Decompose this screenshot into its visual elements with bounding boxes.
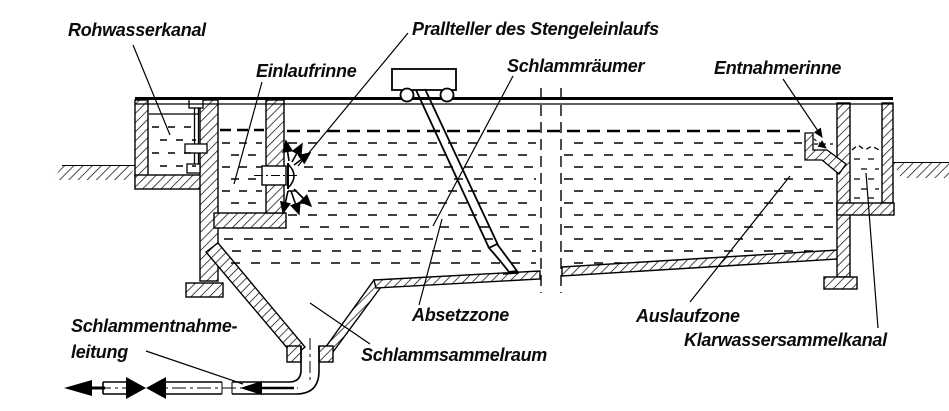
- label-schlammentnahmeleitung-line1: Schlammentnahme-: [71, 316, 238, 336]
- leader-lines: [132, 32, 879, 385]
- label-rohwasserkanal: Rohwasserkanal: [68, 20, 206, 40]
- stem-inlet-nozzle: [254, 163, 300, 189]
- raw-water-channel-structure: [134, 99, 224, 298]
- leader-schlammentnahmeleitung: [145, 350, 244, 385]
- label-schlammraeumer: Schlammräumer: [507, 56, 645, 76]
- pipe-valve: [126, 377, 166, 399]
- outlet-trough: [804, 132, 847, 175]
- leader-absetzzone: [418, 218, 443, 306]
- label-schlammentnahmeleitung-line2: leitung: [71, 342, 128, 363]
- label-prallteller: Prallteller des Stengeleinlaufs: [412, 19, 659, 39]
- label-einlaufrinne: Einlaufrinne: [256, 61, 357, 81]
- label-absetzzone: Absetzzone: [412, 305, 510, 325]
- raw-water-channel-water: [152, 126, 196, 167]
- label-entnahmerinne: Entnahmerinne: [714, 58, 842, 78]
- scraper-blade: [487, 242, 519, 273]
- walkway-rail: [135, 97, 893, 105]
- ground-right: [893, 162, 949, 178]
- scraper-arm: [415, 88, 520, 275]
- flow-arrows: [64, 380, 294, 396]
- clear-water-channel-water: [851, 144, 880, 199]
- clear-water-channel-structure: [823, 102, 895, 290]
- break-lines: [540, 88, 562, 293]
- leader-klarwassersammelkanal: [865, 172, 879, 329]
- water-hatching: [222, 142, 834, 264]
- label-schlammsammelraum: Schlammsammelraum: [361, 345, 547, 365]
- water-surface: [149, 113, 805, 133]
- label-schlammentnahmeleitung: Schlammentnahme- leitung: [71, 313, 238, 365]
- leader-entnahmerinne: [782, 78, 823, 138]
- leader-rohwasserkanal: [132, 44, 171, 136]
- inlet-trough-water: [222, 142, 262, 204]
- ground-left: [53, 165, 136, 180]
- scraper-bridge-trolley: [391, 68, 457, 103]
- leader-einlaufrinne: [233, 81, 263, 185]
- sludge-pipe: [72, 338, 320, 395]
- label-klarwassersammelkanal: Klarwassersammelkanal: [684, 330, 887, 350]
- leader-prallteller: [297, 32, 409, 167]
- leader-auslaufzone: [689, 175, 791, 303]
- label-auslaufzone: Auslaufzone: [636, 306, 740, 326]
- inlet-trough-structure: [213, 99, 287, 229]
- leader-schlammraeumer: [432, 75, 514, 227]
- leader-schlammsammelraum: [309, 302, 371, 345]
